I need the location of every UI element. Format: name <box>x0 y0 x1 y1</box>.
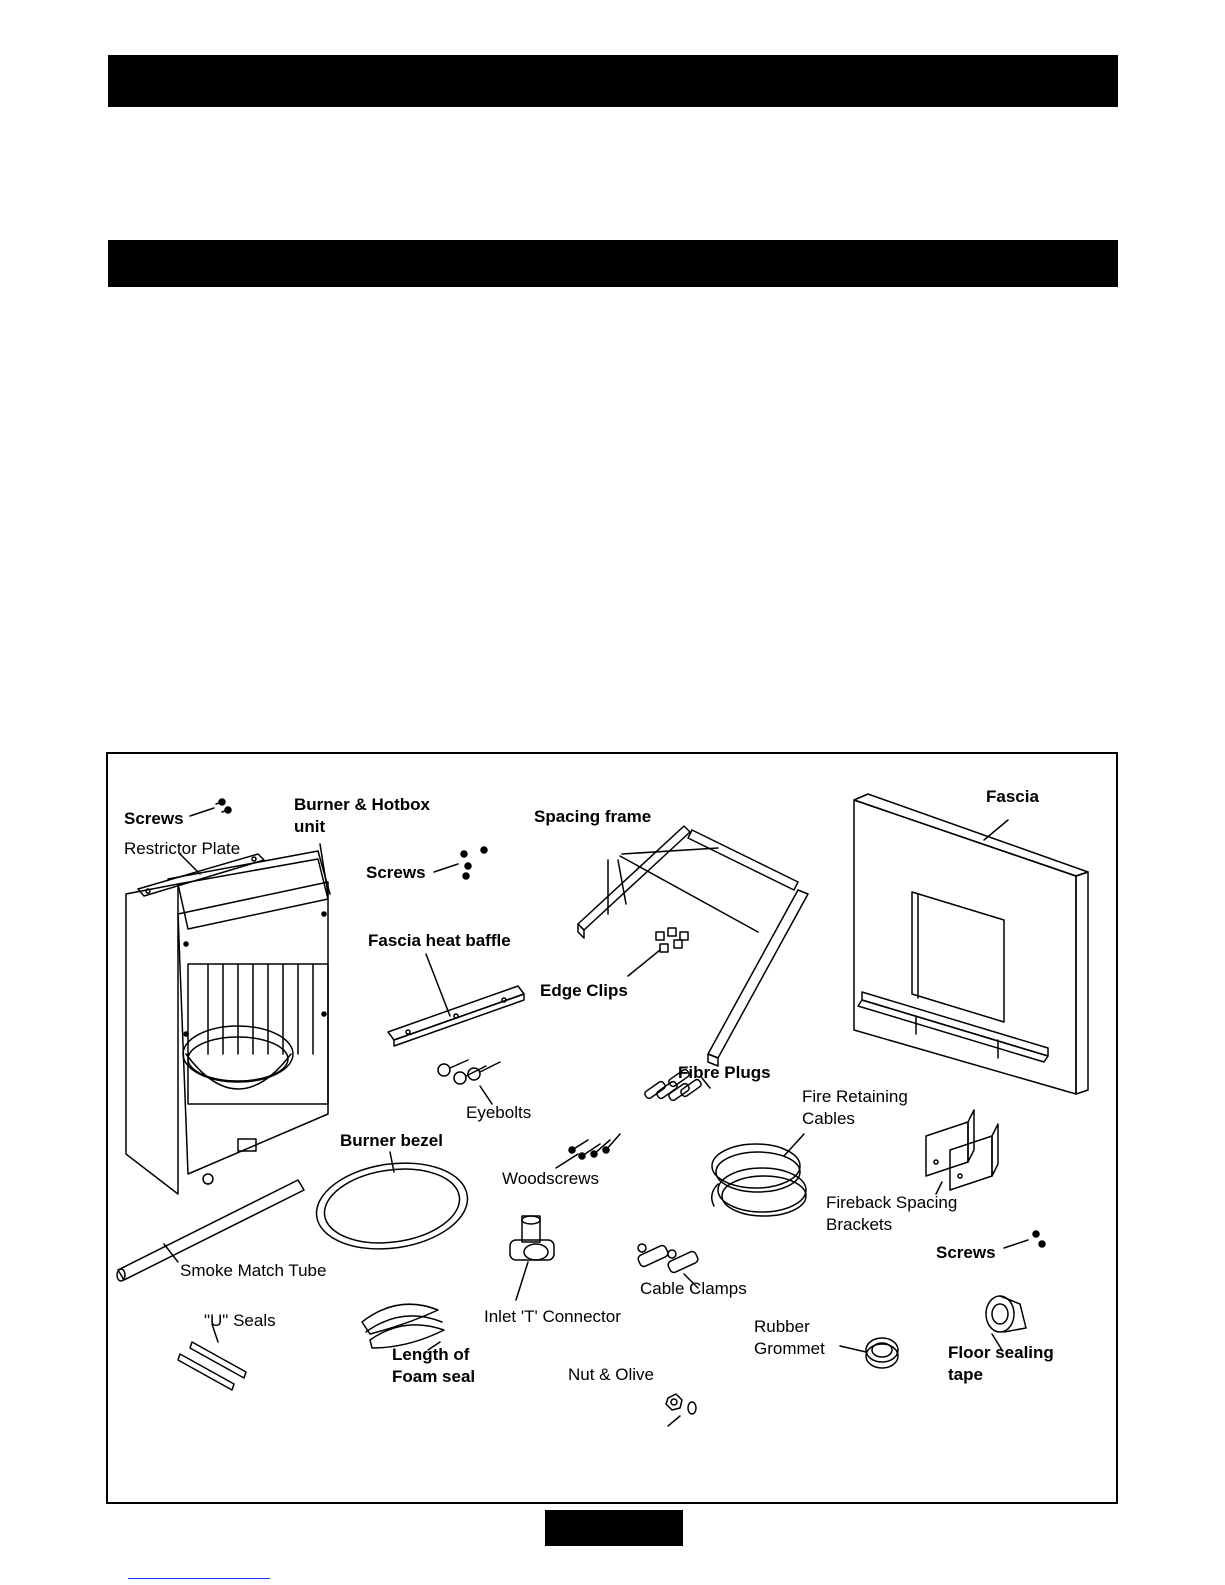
label-burner-hotbox-unit: Burner & Hotbox unit <box>294 795 430 836</box>
screws-icon-1 <box>215 798 232 814</box>
burner-bezel-icon <box>315 1162 469 1250</box>
burner-hotbox-icon <box>125 850 331 1195</box>
cable-clamps-icon <box>637 1243 699 1274</box>
label-floor-sealing-tape: Floor sealing tape <box>948 1343 1054 1384</box>
label-eyebolts: Eyebolts <box>466 1103 532 1122</box>
label-fibre-plugs: Fibre Plugs <box>678 1063 771 1082</box>
parts-figure: Screws Burner & Hotbox unit Restrictor P… <box>106 752 1118 1504</box>
label-fascia: Fascia <box>986 787 1039 806</box>
parts-illustration <box>116 793 1089 1427</box>
footer-link-underline <box>128 1578 270 1579</box>
label-smoke-match-tube: Smoke Match Tube <box>180 1261 327 1280</box>
label-screws-3: Screws <box>936 1243 996 1262</box>
inlet-t-connector-icon <box>509 1215 555 1261</box>
nut-olive-icon <box>665 1393 697 1415</box>
fascia-icon <box>853 793 1089 1095</box>
label-edge-clips: Edge Clips <box>540 981 628 1000</box>
section-header-bar-2 <box>108 240 1118 287</box>
fireback-spacing-brackets-icon <box>925 1109 999 1191</box>
page-number-box <box>545 1510 683 1546</box>
woodscrews-icon <box>568 1133 621 1160</box>
label-restrictor-plate: Restrictor Plate <box>124 839 241 858</box>
label-foam-seal: Length of Foam seal <box>392 1345 476 1386</box>
label-nut-olive: Nut & Olive <box>568 1365 654 1384</box>
eyebolts-icon <box>437 1059 501 1085</box>
screws-icon-2 <box>460 846 488 880</box>
fire-retaining-cables-icon <box>711 1143 807 1217</box>
fibre-plugs-icon <box>644 1068 702 1102</box>
label-fascia-heat-baffle: Fascia heat baffle <box>368 931 511 950</box>
label-woodscrews: Woodscrews <box>502 1169 599 1188</box>
foam-seal-icon <box>361 1303 445 1349</box>
label-u-seals: "U" Seals <box>204 1311 276 1330</box>
label-fireback-spacing-brackets: Fireback Spacing Brackets <box>826 1193 958 1234</box>
section-header-bar-1 <box>108 55 1118 107</box>
label-screws-2: Screws <box>366 863 426 882</box>
label-screws-1: Screws <box>124 809 184 828</box>
smoke-match-tube-icon <box>116 1179 305 1282</box>
restrictor-plate-icon <box>137 853 265 897</box>
label-burner-bezel: Burner bezel <box>340 1131 443 1150</box>
label-spacing-frame: Spacing frame <box>534 807 652 826</box>
spacing-frame-icon <box>577 825 809 1067</box>
screws-icon-3 <box>1032 1230 1046 1248</box>
u-seals-icon <box>177 1341 247 1391</box>
rubber-grommet-icon <box>865 1337 899 1369</box>
label-cable-clamps: Cable Clamps <box>640 1279 747 1298</box>
fascia-heat-baffle-icon <box>387 985 525 1047</box>
label-rubber-grommet: Rubber Grommet <box>754 1317 825 1358</box>
label-inlet-t-connector: Inlet 'T' Connector <box>484 1307 621 1326</box>
label-fire-retaining-cables: Fire Retaining Cables <box>802 1087 908 1128</box>
edge-clips-icon <box>655 927 689 953</box>
floor-sealing-tape-icon <box>985 1295 1027 1333</box>
